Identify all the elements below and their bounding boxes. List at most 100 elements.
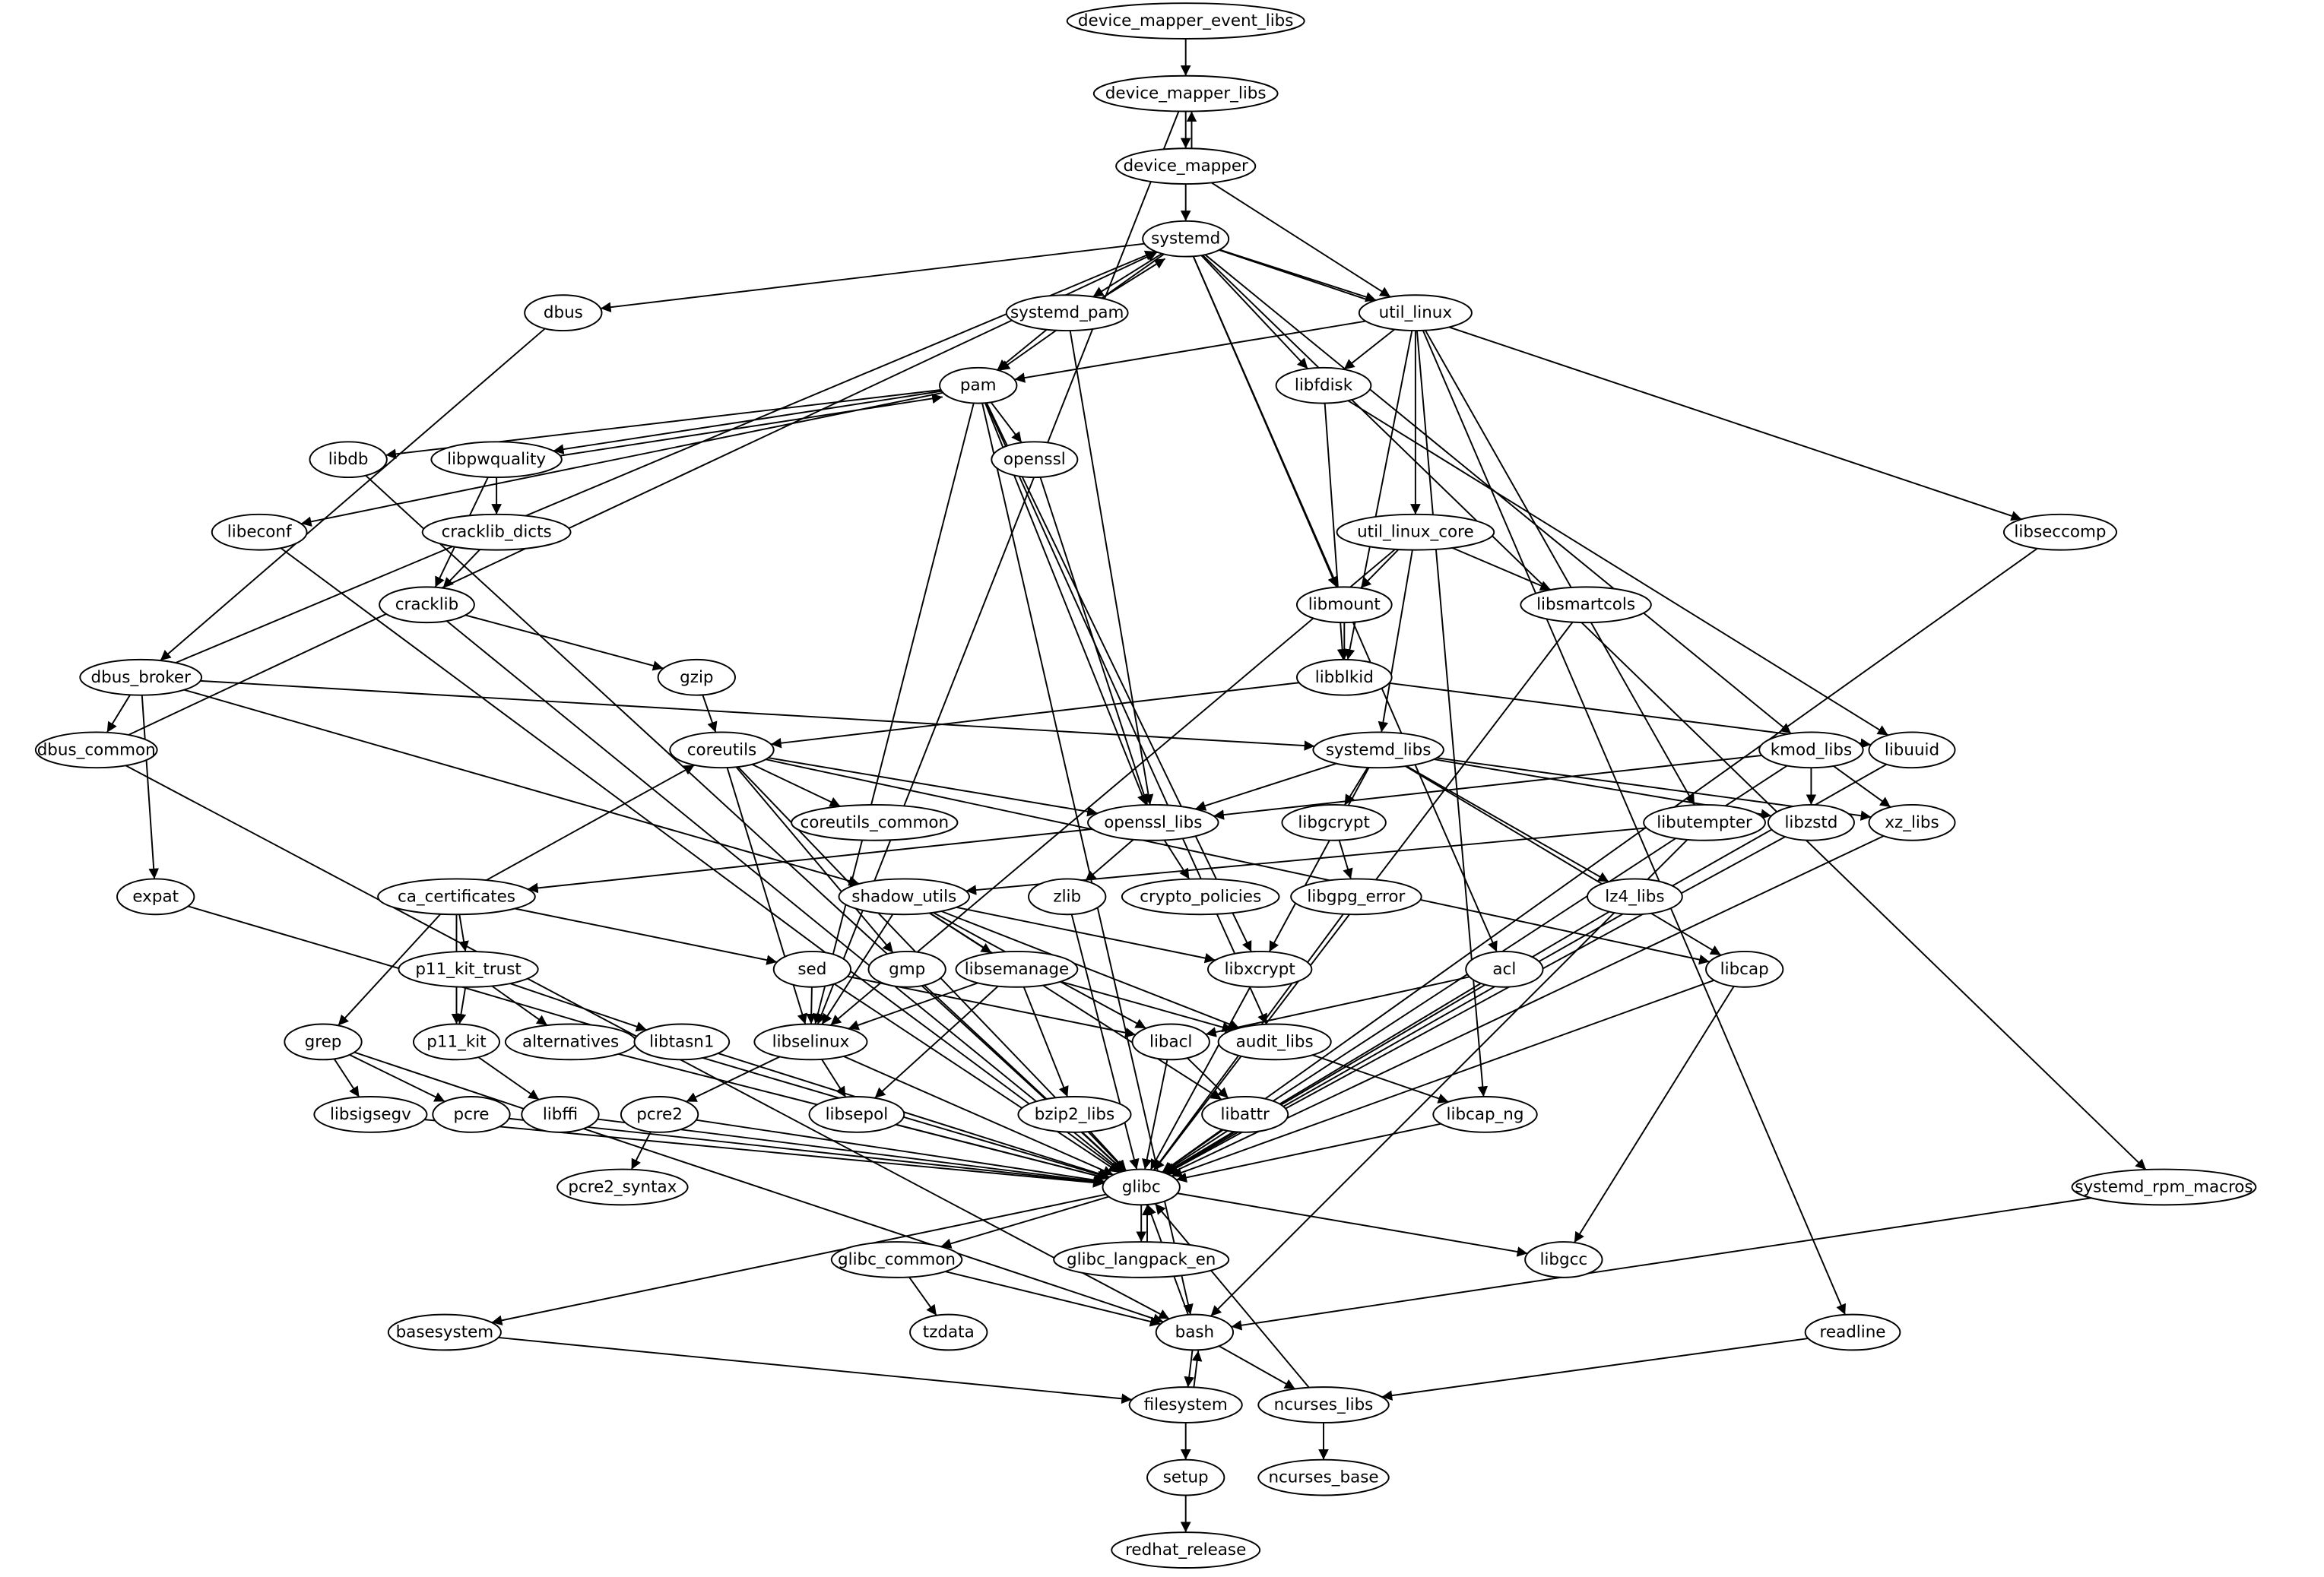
edge-shadow-utils-to-audit-libs <box>940 910 1240 1030</box>
node-shape <box>1087 803 1219 841</box>
node-shape <box>412 1023 500 1061</box>
node-label: libseccomp <box>2014 523 2106 542</box>
node-shape <box>991 441 1079 479</box>
edge-coreutils-to-openssl-libs <box>768 757 1098 817</box>
edge-p11-kit-trust-to-libtasn1 <box>509 983 647 1032</box>
node-shape <box>1868 803 1956 841</box>
node-label: sed <box>797 960 826 979</box>
node-redhat-release: redhat_release <box>1111 1531 1261 1569</box>
node-libseccomp: libseccomp <box>2002 513 2118 551</box>
edge-ca-certificates-to-grep <box>338 914 442 1027</box>
node-bash: bash <box>1155 1313 1235 1351</box>
edge-libselinux-to-libsepol <box>821 1059 847 1098</box>
edge-systemd-libs-to-libgcrypt <box>1343 767 1368 806</box>
node-shape <box>309 441 388 479</box>
node-shape <box>1520 586 1652 624</box>
node-zlib: zlib <box>1028 878 1107 916</box>
node-label: zlib <box>1053 887 1081 906</box>
node-libgpg-error: libgpg_error <box>1290 878 1422 916</box>
edge-util-linux-to-libutempter <box>1425 330 1695 806</box>
node-pcre2: pcre2 <box>620 1096 699 1133</box>
node-shape <box>939 366 1018 404</box>
node-label: openssl <box>1003 450 1066 469</box>
node-grep: grep <box>284 1023 363 1061</box>
edge-cracklib-dicts-to-cracklib <box>442 549 480 589</box>
node-shape <box>79 658 203 696</box>
node-label: libtasn1 <box>649 1032 714 1051</box>
node-label: systemd_pam <box>1010 303 1124 322</box>
edge-libcap-ng-to-glibc <box>1176 1123 1441 1183</box>
edge-systemd-libs-to-libxcrypt <box>1268 767 1370 952</box>
edge-dbus-broker-to-systemd-libs <box>200 679 1315 751</box>
edge-cracklib-to-glibc <box>445 620 1123 1173</box>
node-label: libdb <box>328 450 369 469</box>
node-shape <box>1102 1168 1181 1206</box>
node-ncurses-libs: ncurses_libs <box>1257 1386 1390 1423</box>
node-shape <box>387 1313 502 1351</box>
edge-pam-to-libpwquality <box>553 390 942 454</box>
edge-openssl-libs-to-ca-certificates <box>527 828 1092 894</box>
node-libcap-ng: libcap_ng <box>1432 1096 1538 1133</box>
node-shape <box>116 878 195 916</box>
node-shape <box>753 1023 868 1061</box>
node-shape <box>633 1023 731 1061</box>
edge-libsepol-to-glibc <box>896 1123 1108 1181</box>
node-label: dbus <box>544 303 583 322</box>
node-shape <box>556 1168 689 1206</box>
node-shape <box>1257 1386 1390 1423</box>
edge-libxcrypt-to-glibc <box>1149 986 1251 1170</box>
edge-bzip2-libs-to-glibc <box>1089 1131 1127 1172</box>
node-shape <box>1312 731 1444 769</box>
node-libsmartcols: libsmartcols <box>1520 586 1652 624</box>
node-label: openssl_libs <box>1104 813 1202 832</box>
edge-pcre2-to-pcre2-syntax <box>630 1131 652 1170</box>
edge-acl-to-libacl <box>1205 976 1470 1037</box>
node-shape <box>284 1023 363 1061</box>
node-label: libsepol <box>826 1105 889 1124</box>
node-label: libgcc <box>1539 1250 1587 1269</box>
node-shape <box>1358 294 1473 332</box>
node-kmod-libs: kmod_libs <box>1758 731 1864 769</box>
node-shape <box>1206 950 1313 988</box>
edge-util-linux-to-pam <box>1014 320 1366 383</box>
node-label: systemd_rpm_macros <box>2075 1177 2253 1196</box>
edge-ca-certificates-to-sed <box>515 907 778 965</box>
edge-util-linux-core-to-libmount <box>1360 549 1400 589</box>
edge-util-linux-to-readline <box>1422 330 1847 1316</box>
node-label: libffi <box>543 1105 578 1124</box>
edge-libtasn1-to-glibc <box>718 1053 1110 1180</box>
node-label: lz4_libs <box>1605 887 1664 906</box>
node-label: audit_libs <box>1236 1032 1314 1051</box>
edge-libfdisk-to-libuuid <box>1347 400 1889 736</box>
node-label: libcap <box>1720 960 1769 979</box>
node-label: tzdata <box>923 1323 975 1342</box>
edge-systemd-pam-to-pam <box>997 328 1048 371</box>
node-util-linux: util_linux <box>1358 294 1473 332</box>
edge-libselinux-to-glibc <box>843 1055 1114 1176</box>
edge-gmp-to-glibc <box>924 984 1125 1172</box>
edge-dbus-broker-to-systemd <box>175 250 1156 663</box>
node-libblkid: libblkid <box>1295 658 1393 696</box>
edge-util-linux-core-to-libsmartcols <box>1451 546 1552 591</box>
node-p11-kit: p11_kit <box>412 1023 500 1061</box>
node-shape <box>791 803 959 841</box>
node-label: libgpg_error <box>1307 887 1405 906</box>
node-glibc: glibc <box>1102 1168 1181 1206</box>
node-shape <box>657 658 736 696</box>
node-label: libattr <box>1221 1105 1270 1124</box>
edge-libeconf-to-glibc <box>280 547 1122 1173</box>
node-shape <box>1053 1241 1230 1278</box>
node-systemd-libs: systemd_libs <box>1312 731 1444 769</box>
node-label: glibc_common <box>838 1250 956 1269</box>
node-systemd-rpm-macros: systemd_rpm_macros <box>2071 1168 2257 1206</box>
node-label: p11_kit_trust <box>415 960 521 979</box>
edge-libselinux-to-pcre2 <box>686 1056 781 1103</box>
edge-bash-to-filesystem <box>1184 1350 1194 1388</box>
node-label: xz_libs <box>1885 813 1939 832</box>
edge-basesystem-to-filesystem <box>498 1336 1133 1404</box>
node-shape <box>2002 513 2118 551</box>
node-xz-libs: xz_libs <box>1868 803 1956 841</box>
edge-pam-to-openssl <box>990 401 1022 443</box>
node-label: bzip2_libs <box>1035 1105 1114 1124</box>
edge-systemd-pam-to-openssl-libs <box>1069 330 1154 806</box>
